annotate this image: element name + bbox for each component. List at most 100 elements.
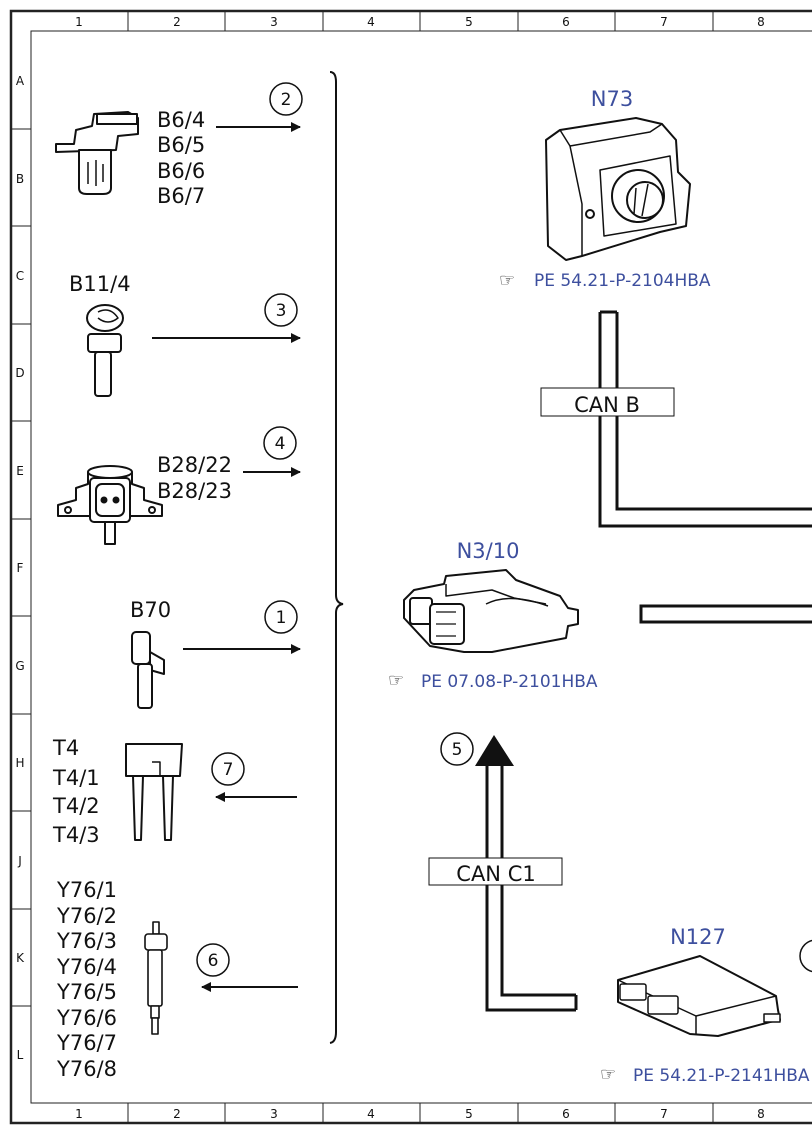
- col-bottom-5: 5: [465, 1107, 473, 1121]
- b70-label: B70: [130, 598, 171, 622]
- n127-label: N127: [670, 925, 726, 949]
- svg-text:4: 4: [275, 434, 286, 454]
- y76-label-2: Y76/2: [56, 904, 117, 928]
- row-H: H: [15, 756, 24, 770]
- col-bottom-2: 2: [173, 1107, 181, 1121]
- connection-5: 5: [440, 732, 474, 766]
- connection-7: 7: [211, 752, 245, 786]
- col-top-4: 4: [367, 15, 375, 29]
- can-b-bus-outer: [598, 312, 812, 528]
- connection-4: 4: [263, 426, 297, 460]
- col-top-1: 1: [75, 15, 83, 29]
- col-top-5: 5: [465, 15, 473, 29]
- row-L: L: [17, 1048, 24, 1062]
- y76-label-1: Y76/1: [56, 878, 117, 902]
- b6-labels: B6/4 B6/5 B6/6 B6/7: [157, 108, 205, 208]
- svg-text:5: 5: [452, 740, 463, 760]
- y76-injector-icon[interactable]: [144, 921, 168, 1035]
- can-c1-label: CAN C1: [456, 862, 535, 886]
- row-A: A: [16, 74, 25, 88]
- n3-10-module-icon[interactable]: [403, 569, 579, 653]
- column-coordinates: 1 2 3 4 5 6 7 8 1 2 3 4 5 6 7 8: [75, 11, 765, 1123]
- can-b-box: CAN B: [540, 387, 675, 417]
- y76-label-4: Y76/4: [56, 955, 117, 979]
- can-b-label: CAN B: [574, 393, 640, 417]
- can-b-bus-inner: [615, 312, 812, 511]
- row-coordinates: A B C D E F G H J K L: [11, 74, 31, 1062]
- connection-3: 3: [264, 293, 298, 327]
- t4-label-1: T4: [52, 736, 79, 760]
- col-bottom-6: 6: [562, 1107, 570, 1121]
- n73-label: N73: [591, 87, 633, 111]
- svg-text:3: 3: [276, 301, 287, 321]
- b11-sensor-icon[interactable]: [86, 304, 124, 397]
- b28-labels: B28/22 B28/23: [157, 453, 232, 503]
- b28-label-1: B28/22: [157, 453, 232, 477]
- t4-label-2: T4/1: [52, 766, 100, 790]
- n3-10-label: N3/10: [457, 539, 520, 563]
- row-K: K: [16, 951, 25, 965]
- n127-partial-callout: [799, 939, 812, 973]
- y76-label-6: Y76/6: [56, 1006, 117, 1030]
- n73-ref-text: PE 54.21-P-2104HBA: [534, 271, 711, 291]
- row-G: G: [15, 659, 24, 673]
- t4-label-3: T4/2: [52, 794, 100, 818]
- b6-label-4: B6/7: [157, 184, 205, 208]
- b6-label-1: B6/4: [157, 108, 205, 132]
- drawing-frame: [9, 9, 812, 1125]
- svg-text:7: 7: [223, 760, 234, 780]
- col-bottom-8: 8: [757, 1107, 765, 1121]
- col-bottom-4: 4: [367, 1107, 375, 1121]
- col-bottom-7: 7: [660, 1107, 668, 1121]
- n73-hand-icon: ☞: [499, 270, 515, 291]
- y76-label-3: Y76/3: [56, 929, 117, 953]
- row-E: E: [16, 464, 24, 478]
- row-D: D: [15, 366, 24, 380]
- col-top-6: 6: [562, 15, 570, 29]
- n73-module-icon[interactable]: [545, 117, 691, 261]
- col-top-2: 2: [173, 15, 181, 29]
- col-bottom-1: 1: [75, 1107, 83, 1121]
- row-C: C: [16, 269, 24, 283]
- col-top-7: 7: [660, 15, 668, 29]
- col-bottom-3: 3: [270, 1107, 278, 1121]
- connection-1: 1: [264, 600, 298, 634]
- row-B: B: [16, 172, 24, 186]
- n127-hand-icon: ☞: [600, 1064, 616, 1085]
- t4-labels: T4 T4/1 T4/2 T4/3: [52, 736, 100, 847]
- connection-2: 2: [269, 82, 303, 116]
- svg-text:1: 1: [276, 608, 287, 628]
- n73-reference[interactable]: ☞ PE 54.21-P-2104HBA: [499, 270, 711, 291]
- b6-sensor-icon[interactable]: [55, 111, 139, 195]
- svg-text:6: 6: [208, 951, 219, 971]
- can-c1-bus-inner: [500, 764, 576, 997]
- b28-sensor-icon[interactable]: [57, 465, 163, 545]
- col-top-8: 8: [757, 15, 765, 29]
- can-c1-arrowhead: [475, 735, 514, 766]
- t4-module-icon[interactable]: [125, 743, 183, 841]
- y76-labels: Y76/1 Y76/2 Y76/3 Y76/4 Y76/5 Y76/6 Y76/…: [56, 878, 117, 1081]
- b6-label-2: B6/5: [157, 133, 205, 157]
- n3-10-bus-stub: [639, 604, 812, 624]
- b28-label-2: B28/23: [157, 479, 232, 503]
- y76-label-8: Y76/8: [56, 1057, 117, 1081]
- svg-text:2: 2: [281, 90, 292, 110]
- connection-6: 6: [196, 943, 230, 977]
- n127-module-icon[interactable]: [617, 955, 781, 1037]
- b6-label-3: B6/6: [157, 159, 205, 183]
- n3-10-reference[interactable]: ☞ PE 07.08-P-2101HBA: [388, 670, 598, 692]
- can-c1-bus-outer: [485, 764, 576, 1012]
- b70-sensor-icon[interactable]: [131, 631, 165, 709]
- row-F: F: [17, 561, 24, 575]
- y76-label-5: Y76/5: [56, 980, 117, 1004]
- t4-label-4: T4/3: [52, 823, 100, 847]
- n127-ref-text: PE 54.21-P-2141HBA: [633, 1066, 810, 1086]
- n127-reference[interactable]: ☞ PE 54.21-P-2141HBA: [600, 1064, 810, 1086]
- can-c1-box: CAN C1: [428, 857, 563, 886]
- row-J: J: [17, 854, 22, 868]
- y76-label-7: Y76/7: [56, 1031, 117, 1055]
- b11-label: B11/4: [69, 272, 131, 296]
- n3-10-hand-icon: ☞: [388, 670, 404, 691]
- n3-10-ref-text: PE 07.08-P-2101HBA: [421, 672, 598, 692]
